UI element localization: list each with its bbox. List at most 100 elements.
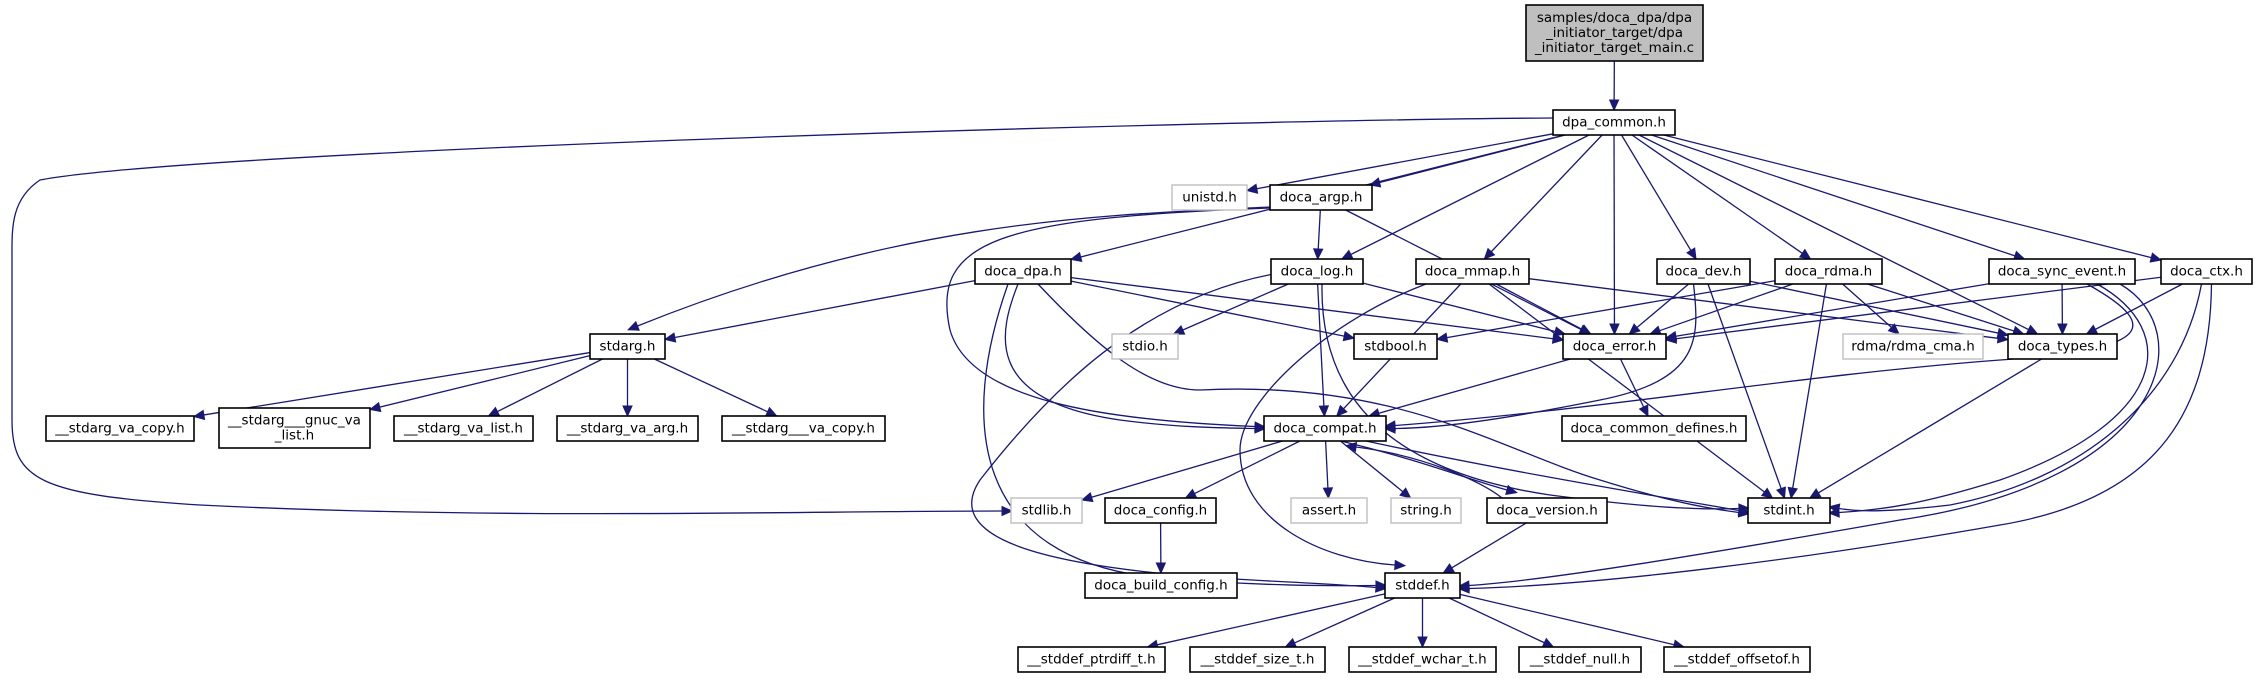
node-box[interactable]: [2160, 258, 2253, 285]
arrowhead-icon: [1383, 420, 1396, 431]
node-box[interactable]: [1561, 415, 1747, 442]
node-stdarg[interactable]: stdarg.h: [589, 333, 666, 360]
edge-doca_dpa-to-stdarg: [663, 279, 976, 343]
node-box[interactable]: [1988, 258, 2136, 285]
node-stddef-wchar-t[interactable]: __stddef_wchar_t.h: [1348, 646, 1497, 673]
node-stdarg-va-copy[interactable]: __stdarg_va_copy.h: [45, 415, 195, 442]
node-doca-version[interactable]: doca_version.h: [1486, 497, 1608, 524]
node-box[interactable]: [1774, 258, 1883, 285]
edge-doca_error-to-doca_common_defines: [1619, 358, 1649, 418]
edge-dpa_common-to-doca_rdma: [1631, 134, 1812, 260]
node-label: doca_config.h: [1114, 503, 1207, 519]
node-box[interactable]: [721, 415, 886, 442]
arrowhead-icon: [1776, 486, 1786, 500]
node-box[interactable]: [1353, 333, 1438, 360]
edge-line: [1842, 283, 1892, 328]
node-stdarg-va-arg[interactable]: __stdarg_va_arg.h: [556, 415, 699, 442]
edge-line: [1495, 283, 1583, 330]
node-stdbool[interactable]: stdbool.h: [1353, 333, 1438, 360]
node-stddef-ptrdiff-t[interactable]: __stddef_ptrdiff_t.h: [1017, 646, 1166, 673]
node-box[interactable]: [1084, 572, 1238, 599]
node-box[interactable]: [1384, 572, 1461, 599]
node-box[interactable]: [1518, 646, 1642, 673]
node-box[interactable]: [1104, 497, 1217, 524]
node-box[interactable]: [1270, 258, 1364, 285]
node-doca-log[interactable]: doca_log.h: [1270, 258, 1364, 285]
node-doca-ctx[interactable]: doca_ctx.h: [2160, 258, 2253, 285]
edge-line: [1490, 134, 1603, 253]
node-label: doca_argp.h: [1280, 190, 1363, 206]
arrowhead-icon: [1579, 324, 1592, 335]
node-stddef-null[interactable]: __stddef_null.h: [1518, 646, 1642, 673]
node-box[interactable]: [556, 415, 699, 442]
edge-line: [1365, 440, 1740, 512]
node-box[interactable]: [1663, 646, 1811, 673]
edge-line: [1239, 283, 1427, 566]
node-stddef-offsetof[interactable]: __stddef_offsetof.h: [1663, 646, 1811, 673]
node-label: doca_dev.h: [1666, 264, 1742, 280]
node-stdint[interactable]: stdint.h: [1747, 497, 1831, 524]
edge-line: [1378, 358, 1571, 414]
edge-line: [203, 351, 591, 416]
node-stdarg-gnuc-va-list[interactable]: __stdarg___gnuc_va_list.h: [218, 407, 371, 449]
edge-line: [1350, 134, 1590, 256]
arrowhead-icon: [1457, 583, 1470, 594]
node-stdarg---va-copy[interactable]: __stdarg___va_copy.h: [721, 415, 886, 442]
edge-doca_version-to-stddef: [1442, 522, 1527, 574]
edge-line: [1394, 283, 2134, 427]
node-box[interactable]: [974, 258, 1072, 285]
edge-line: [1488, 283, 1765, 493]
node-box[interactable]: [589, 333, 666, 360]
node-box[interactable]: [393, 415, 534, 442]
node-box[interactable]: [1017, 646, 1166, 673]
arrowhead-icon: [1374, 582, 1388, 593]
arrowhead-icon: [1284, 637, 1298, 648]
node-box[interactable]: [1656, 258, 1751, 285]
edge-dpa_common-to-doca_types: [1638, 134, 2039, 335]
arrowhead-icon: [1172, 324, 1186, 335]
edge-stdarg-to-stdarg_gnuc_va_list: [368, 355, 591, 413]
node-doca-dev[interactable]: doca_dev.h: [1656, 258, 1751, 285]
node-stddef[interactable]: stddef.h: [1384, 572, 1461, 599]
node-stdarg-va-list[interactable]: __stdarg_va_list.h: [393, 415, 534, 442]
node-doca-compat[interactable]: doca_compat.h: [1263, 415, 1387, 442]
node-doca-mmap[interactable]: doca_mmap.h: [1415, 258, 1530, 285]
edge-doca_compat-to-stdlib: [1080, 440, 1283, 503]
arrowhead-icon: [1342, 330, 1356, 342]
node-doca-sync-event[interactable]: doca_sync_event.h: [1988, 258, 2136, 285]
node-label: doca_mmap.h: [1425, 264, 1520, 280]
node-box[interactable]: [1415, 258, 1530, 285]
edge-line: [1619, 358, 1645, 408]
edge-doca_dpa-to-doca_compat: [1004, 283, 1267, 434]
node-doca-build-config[interactable]: doca_build_config.h: [1084, 572, 1238, 599]
edge-doca_config-to-doca_build_config: [1155, 522, 1167, 575]
node-stddef-size-t[interactable]: __stddef_size_t.h: [1189, 646, 1326, 673]
node-box[interactable]: [218, 407, 371, 449]
edge-line: [1070, 276, 1554, 340]
edge-line: [1355, 446, 1503, 499]
node-box[interactable]: [1486, 497, 1608, 524]
node-box[interactable]: [45, 415, 195, 442]
node-doca-rdma[interactable]: doca_rdma.h: [1774, 258, 1883, 285]
node-box[interactable]: [1552, 109, 1676, 136]
edge-doca_argp-to-stdarg: [627, 206, 1271, 331]
node-doca-dpa[interactable]: doca_dpa.h: [974, 258, 1072, 285]
node-doca-common-defines[interactable]: doca_common_defines.h: [1561, 415, 1747, 442]
node-box[interactable]: [1348, 646, 1497, 673]
node-doca-types[interactable]: doca_types.h: [2007, 333, 2118, 360]
node-dpa-common[interactable]: dpa_common.h: [1552, 109, 1676, 136]
node-box[interactable]: [2007, 333, 2118, 360]
edge-doca_ctx-to-doca_error: [1664, 276, 2162, 344]
node-box[interactable]: [1269, 184, 1373, 211]
arrowhead-icon: [1686, 247, 1697, 261]
node-box[interactable]: [1189, 646, 1326, 673]
node-box[interactable]: [1562, 333, 1667, 360]
node-stdlib: stdlib.h: [1010, 497, 1083, 524]
edge-dpa_common-to-doca_ctx: [1663, 134, 2163, 263]
node-box[interactable]: [1263, 415, 1387, 442]
node-doca-argp[interactable]: doca_argp.h: [1269, 184, 1373, 211]
node-label: doca_dpa.h: [984, 264, 1062, 280]
node-doca-config[interactable]: doca_config.h: [1104, 497, 1217, 524]
node-doca-error[interactable]: doca_error.h: [1562, 333, 1667, 360]
node-box[interactable]: [1747, 497, 1831, 524]
